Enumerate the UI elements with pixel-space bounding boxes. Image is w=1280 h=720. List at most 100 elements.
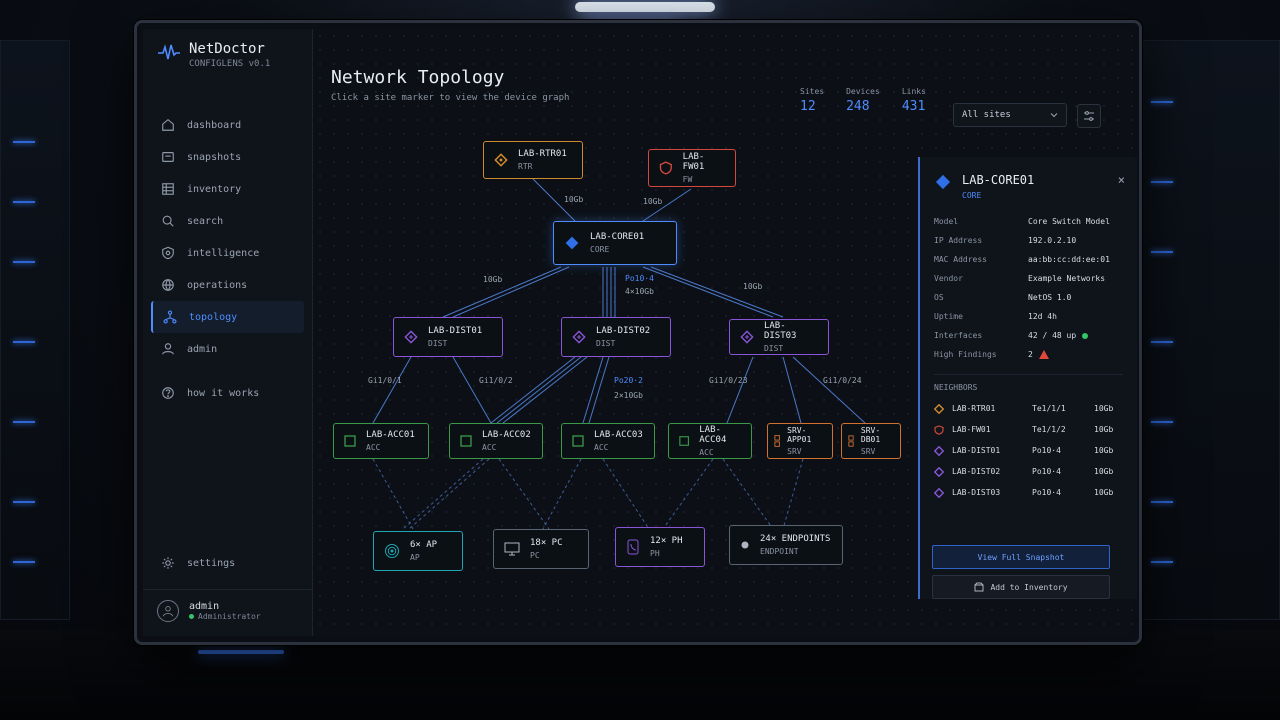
avatar [157,600,179,622]
stat-links: Links 431 [902,87,926,114]
stat-devices: Devices 248 [846,87,880,114]
edge-label: 10Gb [743,282,763,291]
edge-dist1-acc1 [372,356,412,424]
sidebar-item-operations[interactable]: operations [151,269,304,301]
settings-label: settings [187,557,236,569]
diamond-icon [404,330,418,344]
view-full-snapshot-button[interactable]: View Full Snapshot [932,545,1110,569]
edge-srv-ep [782,458,804,530]
edge-label: 10Gb [564,195,584,204]
neighbor-port: Po10·4 [1032,446,1061,455]
site-select[interactable]: All sites [953,103,1067,127]
diamond-icon [934,403,944,414]
node-name: LAB-ACC03 [594,430,643,440]
node-name: SRV-APP01 [787,426,812,444]
prop-key: Model [934,217,959,226]
switch-icon [460,435,472,447]
edge-dist2-acc2 [490,356,576,424]
edge-label: Po20·2 [614,376,643,385]
edge-dist3-srv2 [792,356,866,424]
node-role: DIST [428,339,448,348]
stat-value: 431 [901,99,926,114]
add-to-inventory-button[interactable]: Add to Inventory [932,575,1110,599]
node-role: ACC [699,448,714,457]
sidebar-item-label: dashboard [187,119,242,131]
node-name: LAB-DIST01 [428,326,483,336]
node-role: ACC [366,443,381,452]
user-profile[interactable]: admin Administrator [143,589,312,632]
divider [934,374,1123,375]
sidebar-item-snapshots[interactable]: snapshots [151,141,304,173]
edge-acc4-ph [662,458,714,530]
sidebar-item-how-it-works[interactable]: how it works [151,377,304,409]
user-icon [162,343,174,355]
sidebar-item-inventory[interactable]: inventory [151,173,304,205]
neighbor-name: LAB-DIST01 [952,446,1001,455]
panel-header: LAB-CORE01 CORE [920,157,1137,208]
neighbor-port: Po10·4 [1032,488,1061,497]
brand-name: NetDoctor [189,41,265,57]
online-status-dot [189,614,194,619]
home-icon [162,119,174,131]
neighbor-name: LAB-FW01 [952,425,991,434]
neighbor-speed: 10Gb [1094,425,1114,434]
brand: NetDoctor CONFIGLENS v0.1 [157,41,270,69]
edge-dist2-acc3 [582,356,604,424]
neighbor-row[interactable]: LAB-RTR01 Te1/1/1 10Gb [920,398,1137,419]
sidebar-item-topology[interactable]: topology [151,301,304,333]
diamond-icon [934,487,944,498]
node-role: SRV [860,447,876,456]
prop-value: 2 [1028,350,1049,359]
interfaces-value: 42 / 48 up [1028,331,1077,340]
topology-icon [163,310,177,324]
neighbor-name: LAB-DIST02 [952,467,1001,476]
pulse-logo-icon [158,44,180,60]
node-name: 12× PH [650,536,683,546]
sidebar-item-search[interactable]: search [151,205,304,237]
prop-value: aa:bb:cc:dd:ee:01 [1028,255,1110,264]
neighbor-speed: 10Gb [1094,404,1114,413]
filter-button[interactable] [1077,104,1101,128]
findings-value: 2 [1028,350,1033,359]
neighbor-speed: 10Gb [1094,467,1114,476]
stats-bar: Sites 12 Devices 248 Links 431 [800,87,926,114]
user-role: Administrator [189,612,261,621]
neighbor-row[interactable]: LAB-DIST01 Po10·4 10Gb [920,440,1137,461]
edge-acc1-ap [372,458,414,530]
node-name: LAB-ACC02 [482,430,531,440]
neighbor-row[interactable]: LAB-FW01 Te1/1/2 10Gb [920,419,1137,440]
node-role: ACC [482,443,497,452]
prop-key: Vendor [934,274,963,283]
neighbor-row[interactable]: LAB-DIST02 Po10·4 10Gb [920,461,1137,482]
prop-value: 12d 4h [1028,312,1057,321]
edge-label: Gi1/0/2 [479,376,513,385]
floor [0,630,1280,720]
neighbor-port: Po10·4 [1032,467,1061,476]
neighbor-row[interactable]: LAB-DIST03 Po10·4 10Gb [920,482,1137,503]
sidebar-item-settings[interactable]: settings [161,556,235,570]
close-icon[interactable]: × [1117,173,1125,187]
sidebar-item-admin[interactable]: admin [151,333,304,365]
base-glow [198,650,284,654]
node-name: LAB-RTR01 [518,149,567,159]
edge-label: 4×10Gb [625,287,654,296]
sidebar-item-intelligence[interactable]: intelligence [151,237,304,269]
sidebar-item-dashboard[interactable]: dashboard [151,109,304,141]
